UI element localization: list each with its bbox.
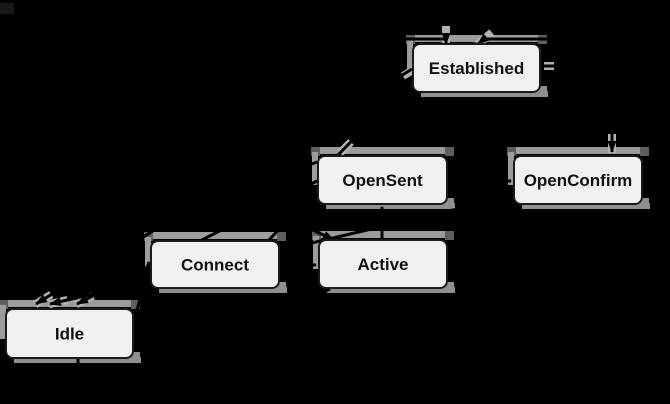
transition-arrow-established-to-idle — [35, 67, 413, 306]
node-layer: Idle Connect Active OpenSent OpenConfirm Esta… — [5, 43, 643, 359]
state-label-openconfirm: OpenConfirm — [524, 171, 633, 190]
transition-arrow-connect-to-opensent — [266, 189, 317, 243]
node-halo-connect — [144, 232, 287, 293]
transition-arrow-opensent-to-established — [336, 33, 451, 157]
transition-arrow-established-to-openconfirm — [543, 64, 617, 153]
state-label-opensent: OpenSent — [342, 171, 423, 190]
state-box-connect — [150, 240, 280, 289]
state-box-active — [318, 239, 448, 289]
state-node-idle: Idle — [5, 308, 134, 359]
transition-arrow-active-to-idle — [138, 287, 331, 341]
state-node-active: Active — [318, 239, 448, 289]
state-node-opensent: OpenSent — [317, 155, 448, 205]
state-label-active: Active — [357, 255, 408, 274]
state-node-connect: Connect — [150, 240, 280, 289]
state-box-established — [412, 43, 541, 93]
transition-arrow-idle-to-connect — [132, 261, 151, 324]
state-box-idle — [5, 308, 134, 359]
transition-arrow-openconfirm-to-idle — [49, 194, 514, 306]
state-node-openconfirm: OpenConfirm — [513, 155, 643, 205]
state-label-idle: Idle — [55, 325, 84, 344]
state-box-openconfirm — [513, 155, 643, 205]
node-halo-opensent — [311, 147, 455, 209]
node-halo-openconfirm — [507, 147, 650, 209]
state-box-opensent — [317, 155, 448, 205]
state-label-established: Established — [429, 59, 524, 78]
transition-arrow-opensent-to-active — [294, 160, 335, 242]
corner-artifact — [0, 3, 14, 14]
transition-arrow-openconfirm-to-established — [477, 33, 660, 180]
state-label-connect: Connect — [181, 256, 249, 275]
state-node-established: Established — [412, 43, 541, 93]
